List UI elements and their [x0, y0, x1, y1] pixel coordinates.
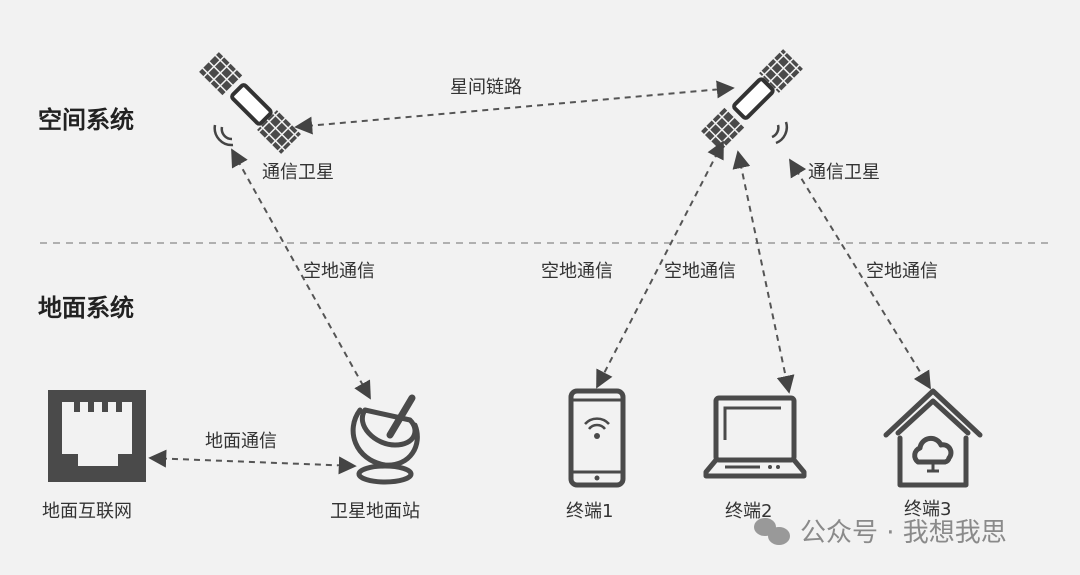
cloud-icon: [912, 435, 954, 473]
signal-waves-icon: [771, 121, 789, 145]
space-ground-link-2: [596, 140, 724, 389]
satellite-dish-icon: [350, 394, 420, 485]
wechat-icon: [754, 518, 790, 545]
ethernet-port-icon: [48, 390, 146, 482]
inter-satellite-link: [294, 80, 735, 135]
space-ground-link-3: [732, 150, 795, 394]
ground-station-label: 卫星地面站: [330, 501, 420, 522]
terminal-2-label: 终端2: [725, 501, 772, 522]
internet-label: 地面互联网: [42, 501, 132, 522]
smart-home-icon: [883, 388, 983, 488]
ground-comm-link: [148, 449, 357, 475]
space-ground-link-1: [231, 148, 371, 400]
ground-comm-label: 地面通信: [205, 431, 277, 452]
satellite-2-icon: [701, 49, 803, 151]
signal-waves-icon: [213, 124, 234, 147]
space-system-label: 空间系统: [38, 106, 134, 134]
space-ground-label-2: 空地通信: [541, 261, 613, 282]
laptop-icon: [703, 395, 807, 479]
terminal-3-label: 终端3: [904, 499, 951, 520]
space-ground-link-4: [789, 158, 931, 390]
space-ground-label-1: 空地通信: [303, 261, 375, 282]
satellite-1-label: 通信卫星: [262, 162, 334, 183]
space-ground-label-4: 空地通信: [866, 261, 938, 282]
wifi-icon: [584, 417, 610, 430]
space-ground-label-3: 空地通信: [664, 261, 736, 282]
satellite-1-icon: [199, 52, 301, 154]
smartphone-icon: [568, 388, 626, 488]
terminal-1-label: 终端1: [566, 501, 613, 522]
ground-system-label: 地面系统: [38, 294, 134, 322]
inter-satellite-link-label: 星间链路: [450, 77, 522, 98]
satellite-2-label: 通信卫星: [808, 162, 880, 183]
watermark-text: 公众号 · 我想我思: [800, 518, 1007, 548]
